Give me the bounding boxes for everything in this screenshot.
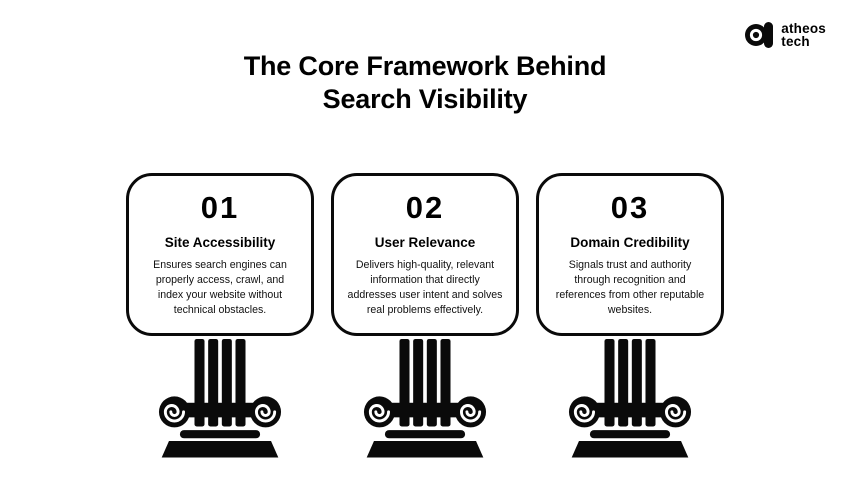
brand-logo-text: atheos tech (781, 20, 826, 49)
page-title-line1: The Core Framework Behind (243, 51, 607, 81)
pillar-description-1: Ensures search engines can properly acce… (153, 259, 287, 317)
pillar-group-1: 01 Site Accessibility Ensures search eng… (126, 173, 314, 462)
brand-name-line1: atheos (781, 20, 826, 36)
pillar-number-3: 03 (610, 190, 650, 225)
pillar-group-2: 02 User Relevance Delivers high-quality,… (331, 173, 519, 462)
page-title-line2: Search Visibility (322, 84, 528, 115)
pillar-number-2: 02 (405, 190, 445, 225)
brand-logo: atheos tech (744, 20, 826, 50)
pillar-number-1: 01 (200, 190, 240, 225)
pillar-heading-2: User Relevance (374, 235, 476, 250)
pillar-group-3: 03 Domain Credibility Signals trust and … (536, 173, 724, 462)
pillars-row: 01 Site Accessibility Ensures search eng… (0, 173, 850, 462)
column-icon (156, 339, 284, 462)
column-icon (361, 339, 489, 462)
pillar-heading-1: Site Accessibility (164, 235, 276, 250)
pillar-heading-3: Domain Credibility (570, 235, 690, 250)
column-icon (566, 339, 694, 462)
brand-name-line2: tech (781, 34, 810, 49)
pillar-description-2: Delivers high-quality, relevant informat… (347, 259, 503, 317)
pillar-description-3: Signals trust and authority through reco… (555, 259, 705, 317)
pillar-card-1: 01 Site Accessibility Ensures search eng… (126, 173, 314, 336)
page-title: The Core Framework Behind Search Visibil… (0, 50, 850, 116)
atheos-tech-logo-icon (745, 22, 774, 48)
pillar-card-2: 02 User Relevance Delivers high-quality,… (331, 173, 519, 336)
pillar-card-3: 03 Domain Credibility Signals trust and … (536, 173, 724, 336)
